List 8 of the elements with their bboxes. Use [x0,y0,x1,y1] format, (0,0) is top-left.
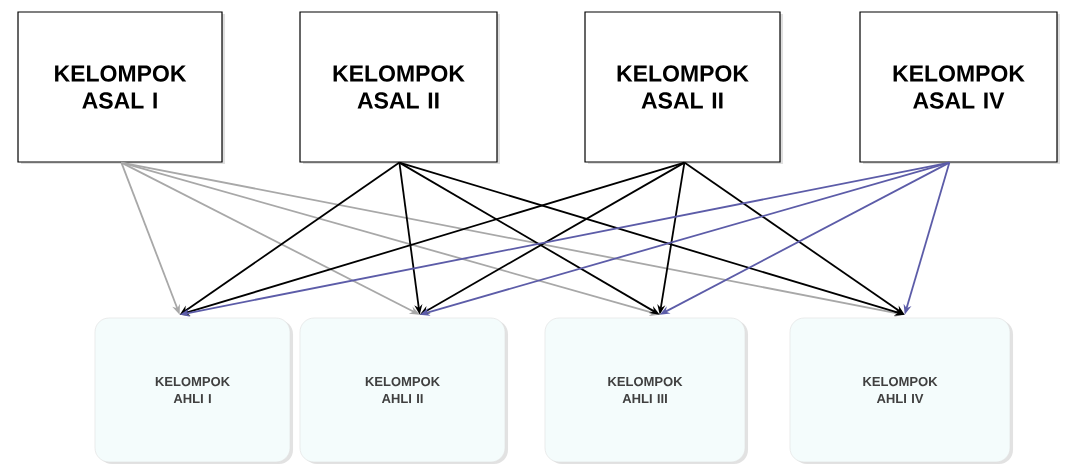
rounded-box: KELOMPOK AHLI I [94,317,293,464]
rounded-box: KELOMPOK AHLI III [544,317,748,464]
group-box: KELOMPOK ASAL II [584,11,783,164]
rounded-box: KELOMPOK AHLI IV [789,317,1013,464]
group-box: KELOMPOK ASAL I [17,11,225,164]
group-box: KELOMPOK ASAL IV [859,11,1060,164]
rounded-box: KELOMPOK AHLI II [299,317,508,464]
group-box: KELOMPOK ASAL II [299,11,500,164]
